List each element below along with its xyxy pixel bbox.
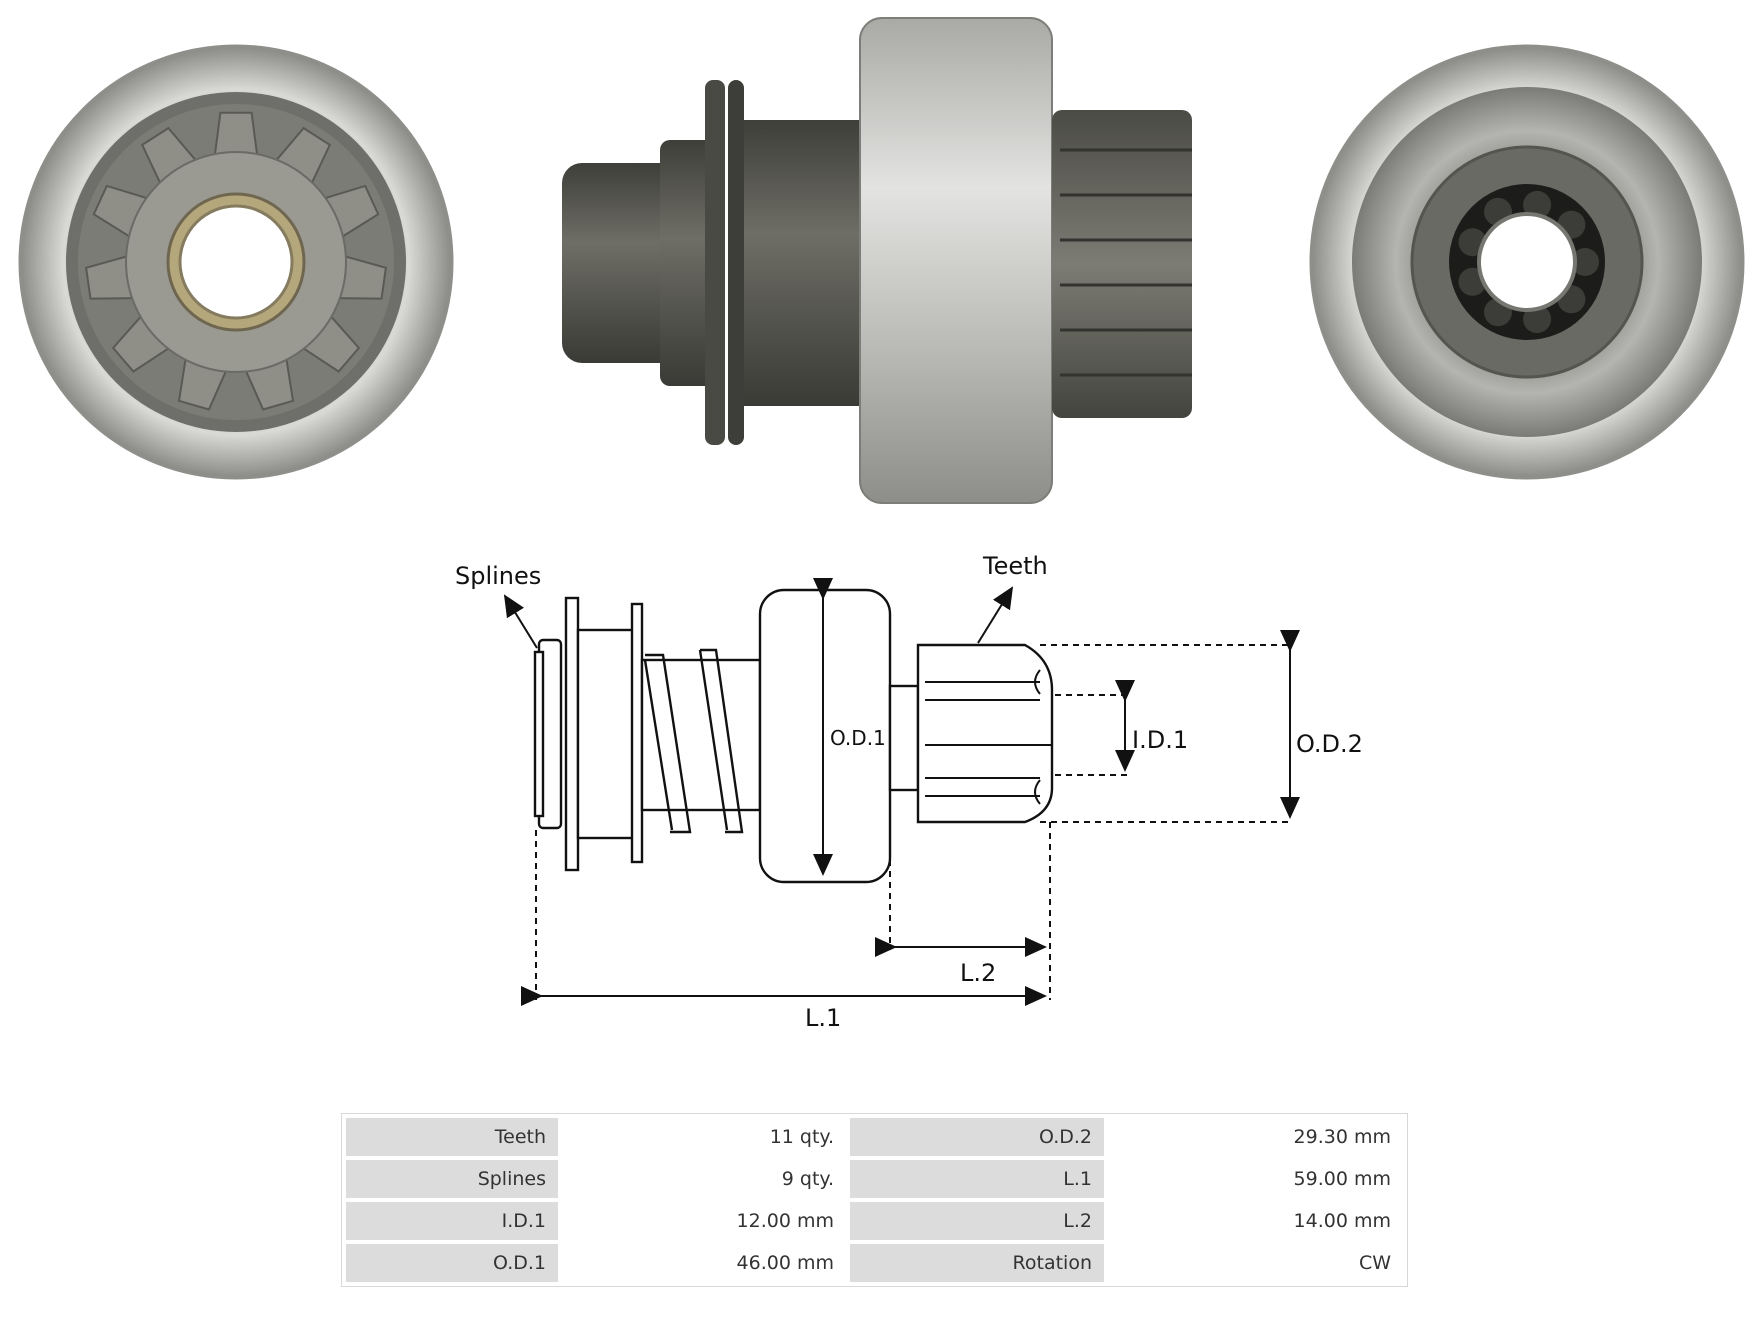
spec-label: L.2 — [850, 1202, 1104, 1240]
spec-value: 14.00 mm — [1108, 1202, 1403, 1240]
spline-lobe — [1523, 305, 1552, 334]
spec-label: O.D.2 — [850, 1118, 1104, 1156]
spec-value: 11 qty. — [562, 1118, 846, 1156]
product-photos — [18, 17, 1745, 504]
spec-value: 46.00 mm — [562, 1244, 846, 1282]
spec-value: 12.00 mm — [562, 1202, 846, 1240]
splines-label: Splines — [455, 562, 541, 590]
spec-value: 9 qty. — [562, 1160, 846, 1198]
spec-label: L.1 — [850, 1160, 1104, 1198]
spec-label: Splines — [346, 1160, 558, 1198]
spec-label: Teeth — [346, 1118, 558, 1156]
spec-label: Rotation — [850, 1244, 1104, 1282]
teeth-label: Teeth — [982, 552, 1048, 580]
spec-value: CW — [1108, 1244, 1403, 1282]
spec-value: 29.30 mm — [1108, 1118, 1403, 1156]
od1-label: O.D.1 — [830, 726, 886, 750]
spline-lobe — [1523, 190, 1552, 219]
pinion-end-view-photo — [18, 44, 454, 480]
od2-label: O.D.2 — [1296, 730, 1363, 758]
starter-drive-drawing — [533, 588, 1054, 884]
spec-value: 59.00 mm — [1108, 1160, 1403, 1198]
spec-label: O.D.1 — [346, 1244, 558, 1282]
technical-diagram: Splines Teeth O.D.1 I.D.1 O.D.2 L.2 L.1 — [455, 552, 1363, 1032]
spline-end-view-photo — [1309, 44, 1745, 480]
side-view-photo — [562, 17, 1192, 504]
l1-label: L.1 — [805, 1004, 841, 1032]
l2-label: L.2 — [960, 959, 996, 987]
spline-lobe — [1571, 248, 1599, 276]
spec-label: I.D.1 — [346, 1202, 558, 1240]
id1-label: I.D.1 — [1132, 726, 1188, 754]
